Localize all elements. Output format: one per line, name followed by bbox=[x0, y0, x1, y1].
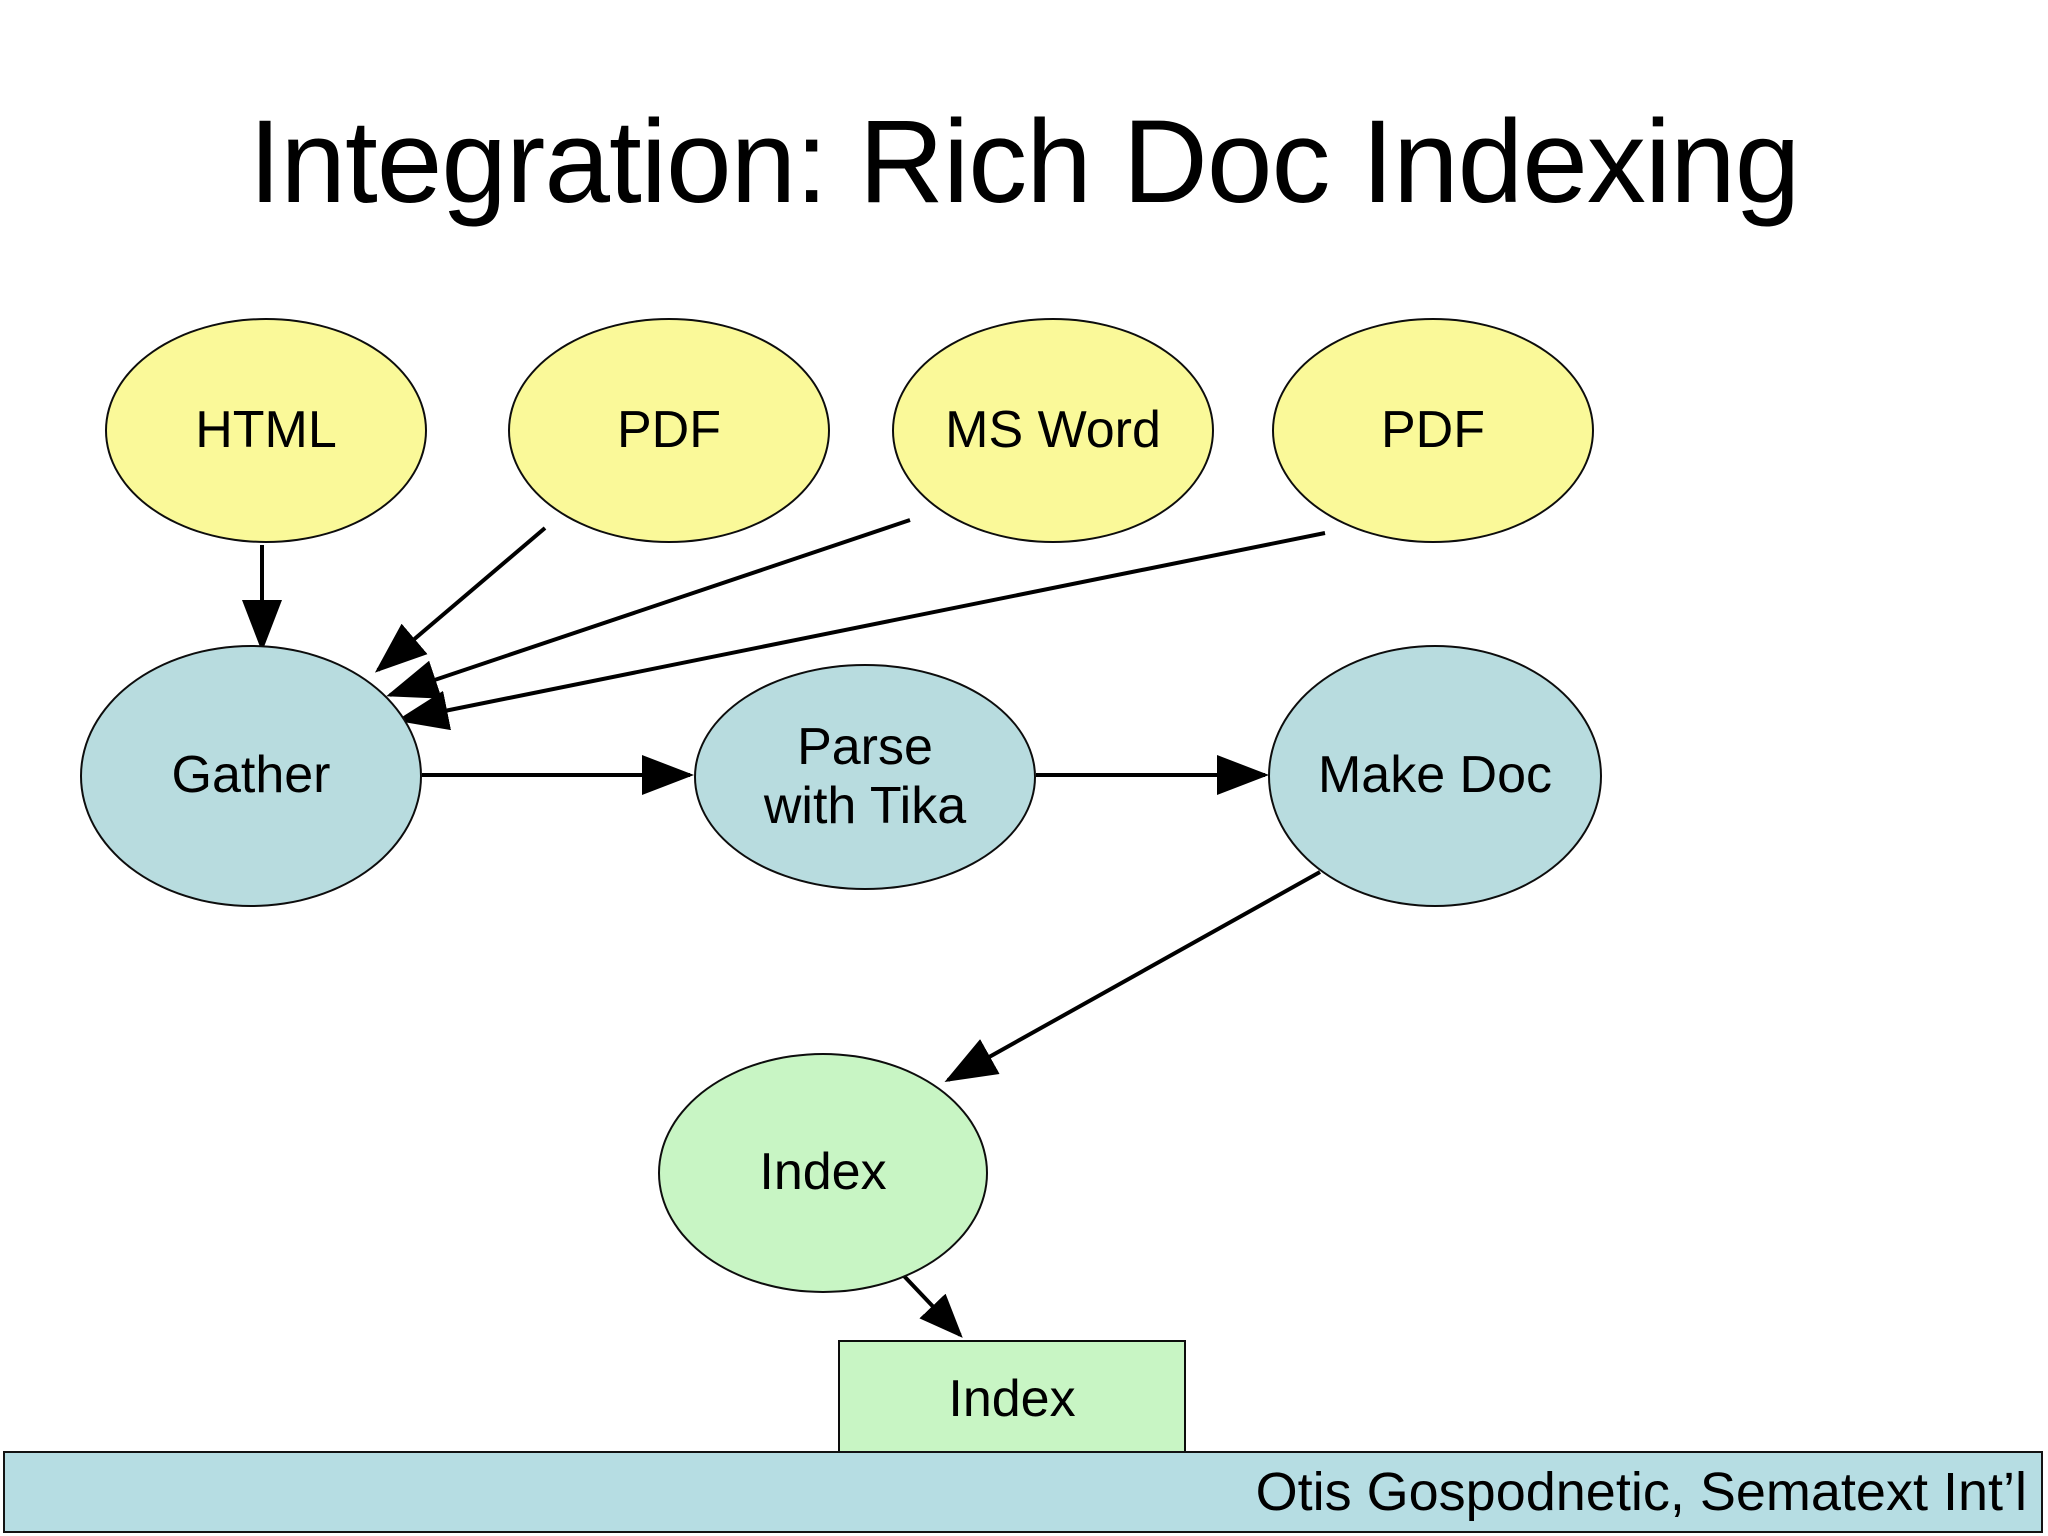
node-pdf-2[interactable]: PDF bbox=[1272, 318, 1594, 543]
footer-bar: Otis Gospodnetic, Sematext Int’l bbox=[3, 1451, 2043, 1533]
node-gather-label: Gather bbox=[171, 746, 331, 805]
edge-index-ellipse-to-index-box bbox=[902, 1274, 963, 1338]
node-pdf-1-label: PDF bbox=[617, 400, 721, 459]
node-index-ellipse-label: Index bbox=[759, 1143, 887, 1202]
node-pdf-1[interactable]: PDF bbox=[508, 318, 830, 543]
node-index-ellipse[interactable]: Index bbox=[658, 1053, 988, 1293]
node-html[interactable]: HTML bbox=[105, 318, 427, 543]
node-make-doc[interactable]: Make Doc bbox=[1268, 645, 1602, 907]
node-ms-word-label: MS Word bbox=[945, 400, 1161, 459]
node-parse-with-tika-label: Parse with Tika bbox=[763, 717, 967, 835]
edge-pdf1-to-gather bbox=[374, 526, 547, 673]
node-gather[interactable]: Gather bbox=[80, 645, 422, 907]
node-make-doc-label: Make Doc bbox=[1317, 746, 1553, 805]
node-index-box[interactable]: Index bbox=[838, 1340, 1186, 1460]
node-pdf-2-label: PDF bbox=[1381, 400, 1485, 459]
edge-makedoc-to-index-ellipse bbox=[944, 870, 1321, 1082]
node-ms-word[interactable]: MS Word bbox=[892, 318, 1214, 543]
node-html-label: HTML bbox=[195, 400, 337, 459]
footer-credit: Otis Gospodnetic, Sematext Int’l bbox=[1255, 1462, 2027, 1522]
node-index-box-label: Index bbox=[948, 1370, 1076, 1429]
node-parse-with-tika[interactable]: Parse with Tika bbox=[694, 664, 1036, 890]
page-title: Integration: Rich Doc Indexing bbox=[248, 96, 1801, 228]
